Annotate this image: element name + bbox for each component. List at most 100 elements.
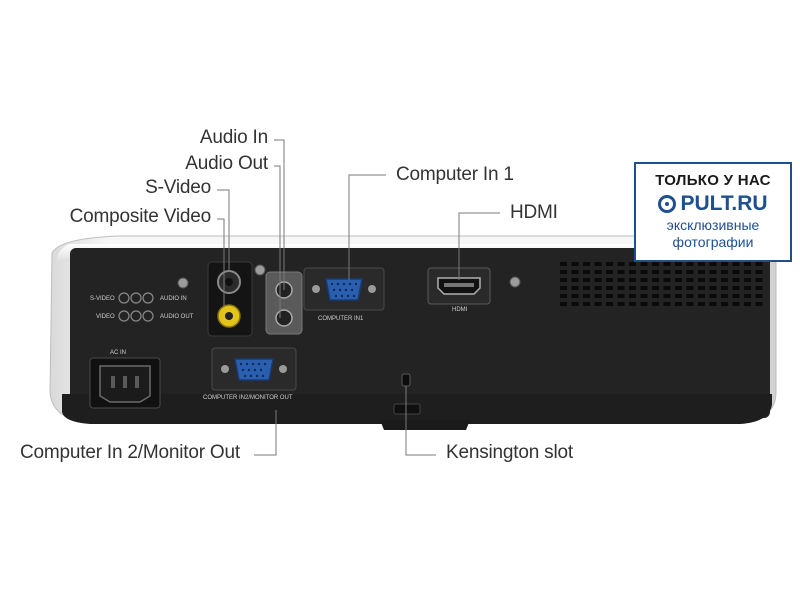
vent-slot — [583, 302, 590, 306]
vent-slot — [571, 262, 579, 266]
vent-slot — [709, 278, 717, 282]
vent-slot — [675, 270, 682, 274]
vent-slot — [606, 286, 613, 290]
print-ac-in: AC IN — [110, 350, 126, 356]
vent-slot — [755, 286, 763, 290]
vent-slot — [640, 294, 648, 298]
vent-slot — [686, 262, 694, 266]
vent-slot — [698, 278, 705, 282]
vent-slot — [652, 286, 659, 290]
vent-slot — [721, 262, 728, 266]
vent-slot — [640, 278, 648, 282]
computer-in-1-port — [325, 278, 363, 301]
vent-slot — [629, 294, 636, 298]
vent-slot — [709, 286, 717, 290]
vent-slot — [721, 270, 728, 274]
vent-slot — [732, 294, 740, 298]
vent-slot — [698, 270, 705, 274]
badge-brand-text: PULT.RU — [680, 192, 768, 215]
vent-slot — [698, 302, 705, 306]
vent-slot — [686, 278, 694, 282]
vent-slot — [594, 302, 602, 306]
vent-slot — [571, 270, 579, 274]
vent-slot — [663, 270, 671, 274]
print-computer-in1: COMPUTER IN1 — [318, 316, 364, 322]
vent-slot — [629, 262, 636, 266]
vent-slot — [560, 278, 567, 282]
vent-slot — [744, 294, 751, 298]
bottom-foot — [380, 420, 470, 430]
vent-slot — [583, 294, 590, 298]
vent-slot — [617, 278, 625, 282]
vent-slot — [594, 286, 602, 290]
vent-grille — [560, 262, 763, 306]
vent-slot — [744, 270, 751, 274]
audio-out-port — [275, 309, 293, 327]
vent-slot — [583, 262, 590, 266]
leader-audio-in — [274, 139, 285, 290]
label-audio-in: Audio In — [199, 127, 268, 148]
vent-slot — [744, 302, 751, 306]
print-video: VIDEO — [96, 314, 115, 320]
vent-slot — [571, 294, 579, 298]
label-audio-out: Audio Out — [185, 153, 268, 174]
vent-slot — [732, 278, 740, 282]
vent-slot — [732, 262, 740, 266]
vent-slot — [629, 286, 636, 290]
vent-slot — [583, 278, 590, 282]
vent-slot — [571, 302, 579, 306]
vent-slot — [617, 270, 625, 274]
vent-slot — [652, 302, 659, 306]
leader-s-video — [217, 189, 230, 272]
vent-slot — [709, 270, 717, 274]
vent-slot — [652, 294, 659, 298]
vent-slot — [560, 294, 567, 298]
hdmi-block: HDMI — [427, 267, 491, 313]
vent-slot — [663, 294, 671, 298]
vent-slot — [721, 294, 728, 298]
vent-slot — [571, 278, 579, 282]
vent-slot — [732, 286, 740, 290]
label-computer-in-1: Computer In 1 — [396, 164, 514, 185]
print-audio-in: AUDIO IN — [160, 296, 187, 302]
vent-slot — [675, 278, 682, 282]
vent-slot — [709, 302, 717, 306]
vent-slot — [709, 294, 717, 298]
vent-slot — [732, 302, 740, 306]
kensington-slot — [401, 373, 411, 387]
vent-slot — [744, 262, 751, 266]
av-input-printed-icons: S-VIDEO VIDEO AUDIO IN AUDIO OUT — [90, 292, 194, 322]
vent-slot — [663, 262, 671, 266]
kensington-slot-block — [393, 373, 421, 415]
print-audio-out: AUDIO OUT — [160, 314, 194, 320]
vent-slot — [560, 302, 567, 306]
vent-slot — [560, 270, 567, 274]
vent-slot — [640, 262, 648, 266]
vent-slot — [594, 262, 602, 266]
vent-slot — [686, 286, 694, 290]
leader-composite-video — [217, 218, 225, 306]
vent-slot — [629, 270, 636, 274]
vent-slot — [617, 294, 625, 298]
vent-slot — [755, 302, 763, 306]
vent-slot — [663, 278, 671, 282]
vent-slot — [560, 262, 567, 266]
vent-slot — [732, 270, 740, 274]
label-computer-in-2: Computer In 2/Monitor Out — [20, 442, 240, 463]
s-video-composite-block — [207, 261, 253, 337]
vent-slot — [675, 294, 682, 298]
label-composite-video: Composite Video — [69, 206, 212, 227]
vent-slot — [583, 270, 590, 274]
vent-slot — [629, 302, 636, 306]
vent-slot — [755, 278, 763, 282]
vent-slot — [686, 302, 694, 306]
print-hdmi: HDMI — [452, 307, 468, 313]
vent-slot — [709, 262, 717, 266]
leader-computer-in-1 — [348, 174, 386, 280]
computer-in-2-block: COMPUTER IN2/MONITOR OUT — [203, 347, 297, 401]
vent-slot — [744, 278, 751, 282]
ac-inlet-block: AC IN — [89, 350, 161, 409]
vent-slot — [606, 294, 613, 298]
vent-slot — [755, 262, 763, 266]
